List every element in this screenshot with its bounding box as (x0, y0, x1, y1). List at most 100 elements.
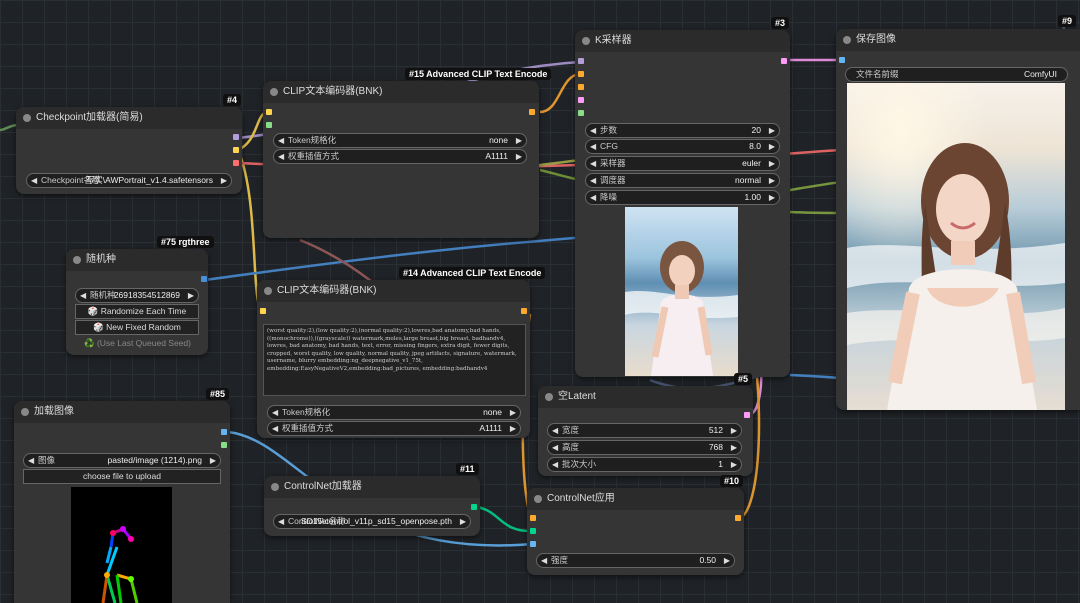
upload-file-button[interactable]: choose file to upload (23, 469, 221, 484)
collapse-dot-icon[interactable] (534, 495, 542, 503)
use-last-queued-seed-button[interactable]: ♻️ (Use Last Queued Seed) (84, 338, 191, 348)
node-title-bar[interactable]: K采样器 (575, 30, 790, 52)
arrow-right-icon[interactable]: ▶ (509, 424, 516, 433)
arrow-right-icon[interactable]: ▶ (730, 426, 737, 435)
clip-text-encode-negative-node[interactable]: CLIP文本编码器(BNK) (worst quality:2),(low qu… (257, 280, 530, 438)
collapse-dot-icon[interactable] (23, 114, 31, 122)
token-normalization-combo[interactable]: ◀ Token规格化 none ▶ (267, 405, 521, 420)
arrow-right-icon[interactable]: ▶ (730, 460, 737, 469)
arrow-left-icon[interactable]: ◀ (552, 443, 559, 452)
collapse-dot-icon[interactable] (73, 256, 81, 264)
arrow-right-icon[interactable]: ▶ (768, 193, 775, 202)
randomize-each-time-button[interactable]: 🎲 Randomize Each Time (75, 304, 199, 319)
denoise-widget[interactable]: ◀ 降噪 1.00 ▶ (585, 190, 780, 205)
model-output-port[interactable] (233, 134, 239, 140)
collapse-dot-icon[interactable] (264, 287, 272, 295)
arrow-right-icon[interactable]: ▶ (509, 408, 516, 417)
token-normalization-combo[interactable]: ◀ Token规格化 none ▶ (273, 133, 527, 148)
collapse-dot-icon[interactable] (545, 393, 553, 401)
image-input-port[interactable] (530, 541, 536, 547)
seed-output-port[interactable] (201, 276, 207, 282)
arrow-left-icon[interactable]: ◀ (272, 424, 279, 433)
collapse-dot-icon[interactable] (271, 483, 279, 491)
load-image-node[interactable]: 加载图像 ◀ 图像 pasted/image (1214).png ▶ choo… (14, 401, 230, 603)
model-input-port[interactable] (578, 58, 584, 64)
collapse-dot-icon[interactable] (582, 37, 590, 45)
arrow-left-icon[interactable]: ◀ (28, 456, 35, 465)
negative-input-port[interactable] (578, 84, 584, 90)
controlnet-input-port[interactable] (530, 528, 536, 534)
weight-interpretation-combo[interactable]: ◀ 权重插值方式 A1111 ▶ (273, 149, 527, 164)
controlnet-output-port[interactable] (471, 504, 477, 510)
arrow-right-icon[interactable]: ▶ (209, 456, 216, 465)
vae-output-port[interactable] (233, 160, 239, 166)
images-input-port[interactable] (839, 57, 845, 63)
node-title-bar[interactable]: 随机种 (66, 249, 208, 271)
collapse-dot-icon[interactable] (270, 88, 278, 96)
node-title-bar[interactable]: 空Latent (538, 386, 753, 408)
node-title-bar[interactable]: ControlNet应用 (527, 488, 744, 510)
arrow-left-icon[interactable]: ◀ (552, 460, 559, 469)
clip-text-encode-positive-node[interactable]: CLIP文本编码器(BNK) ◀ Token规格化 none ▶ ◀ 权重插值方… (263, 81, 539, 238)
arrow-right-icon[interactable]: ▶ (220, 176, 227, 185)
scheduler-widget[interactable]: ◀ 调度器 normal ▶ (585, 173, 780, 188)
seed-value-input[interactable]: ◀ 随机种 26918354512869 ▶ (75, 288, 199, 303)
clip-output-port[interactable] (233, 147, 239, 153)
node-title-bar[interactable]: ControlNet加载器 (264, 476, 480, 498)
new-fixed-random-button[interactable]: 🎲 New Fixed Random (75, 320, 199, 335)
checkpoint-loader-node[interactable]: Checkpoint加载器(简易) ◀ Checkpoint名称 写实\AWPo… (16, 107, 242, 194)
sampler-widget[interactable]: ◀ 采样器 euler ▶ (585, 156, 780, 171)
arrow-right-icon[interactable]: ▶ (768, 142, 775, 151)
node-title-bar[interactable]: 加载图像 (14, 401, 230, 423)
image-select-combo[interactable]: ◀ 图像 pasted/image (1214).png ▶ (23, 453, 221, 468)
text-input-port[interactable] (266, 122, 272, 128)
weight-interpretation-combo[interactable]: ◀ 权重插值方式 A1111 ▶ (267, 421, 521, 436)
arrow-right-icon[interactable]: ▶ (768, 126, 775, 135)
arrow-left-icon[interactable]: ◀ (590, 176, 597, 185)
conditioning-output-port[interactable] (735, 515, 741, 521)
height-widget[interactable]: ◀ 高度 768 ▶ (547, 440, 742, 455)
ksampler-node[interactable]: K采样器 ◀ 步数 20 ▶ ◀ CFG 8.0 ▶ ◀ 采样器 euler ▶… (575, 30, 790, 377)
cfg-widget[interactable]: ◀ CFG 8.0 ▶ (585, 139, 780, 154)
node-title-bar[interactable]: Checkpoint加载器(简易) (16, 107, 242, 129)
steps-widget[interactable]: ◀ 步数 20 ▶ (585, 123, 780, 138)
arrow-left-icon[interactable]: ◀ (590, 193, 597, 202)
arrow-left-icon[interactable]: ◀ (590, 159, 597, 168)
arrow-right-icon[interactable]: ▶ (730, 443, 737, 452)
node-title-bar[interactable]: CLIP文本编码器(BNK) (263, 81, 539, 103)
conditioning-output-port[interactable] (529, 109, 535, 115)
positive-input-port[interactable] (578, 71, 584, 77)
controlnet-apply-node[interactable]: ControlNet应用 ◀ 强度 0.50 ▶ (527, 488, 744, 575)
image-output-port[interactable] (221, 429, 227, 435)
empty-latent-node[interactable]: 空Latent ◀ 宽度 512 ▶ ◀ 高度 768 ▶ ◀ 批次大小 1 ▶ (538, 386, 753, 476)
conditioning-input-port[interactable] (530, 515, 536, 521)
node-title-bar[interactable]: 保存图像 (836, 29, 1080, 51)
latent-output-port[interactable] (744, 412, 750, 418)
latent-input-port[interactable] (578, 97, 584, 103)
negative-prompt-textarea[interactable]: (worst quality:2),(low quality:2),(norma… (263, 324, 526, 396)
mask-output-port[interactable] (221, 442, 227, 448)
arrow-right-icon[interactable]: ▶ (515, 136, 522, 145)
controlnet-loader-node[interactable]: ControlNet加载器 ◀ ControlNet名称 SD15\contro… (264, 476, 480, 536)
arrow-left-icon[interactable]: ◀ (278, 136, 285, 145)
filename-prefix-input[interactable]: 文件名前缀 ComfyUI (845, 67, 1068, 82)
node-title-bar[interactable]: CLIP文本编码器(BNK) (257, 280, 530, 302)
arrow-left-icon[interactable]: ◀ (80, 291, 87, 300)
clip-input-port[interactable] (266, 109, 272, 115)
arrow-left-icon[interactable]: ◀ (278, 152, 285, 161)
collapse-dot-icon[interactable] (843, 36, 851, 44)
clip-input-port[interactable] (260, 308, 266, 314)
arrow-right-icon[interactable]: ▶ (768, 159, 775, 168)
batch-size-widget[interactable]: ◀ 批次大小 1 ▶ (547, 457, 742, 472)
arrow-left-icon[interactable]: ◀ (541, 556, 548, 565)
collapse-dot-icon[interactable] (21, 408, 29, 416)
arrow-right-icon[interactable]: ▶ (723, 556, 730, 565)
controlnet-model-combo[interactable]: ◀ ControlNet名称 SD15\control_v11p_sd15_op… (273, 514, 471, 529)
arrow-left-icon[interactable]: ◀ (590, 142, 597, 151)
arrow-right-icon[interactable]: ▶ (515, 152, 522, 161)
seed-node[interactable]: 随机种 ◀ 随机种 26918354512869 ▶ 🎲 Randomize E… (66, 249, 208, 355)
arrow-left-icon[interactable]: ◀ (590, 126, 597, 135)
save-image-node[interactable]: 保存图像 文件名前缀 ComfyUI (836, 29, 1080, 410)
arrow-right-icon[interactable]: ▶ (187, 291, 194, 300)
arrow-right-icon[interactable]: ▶ (768, 176, 775, 185)
